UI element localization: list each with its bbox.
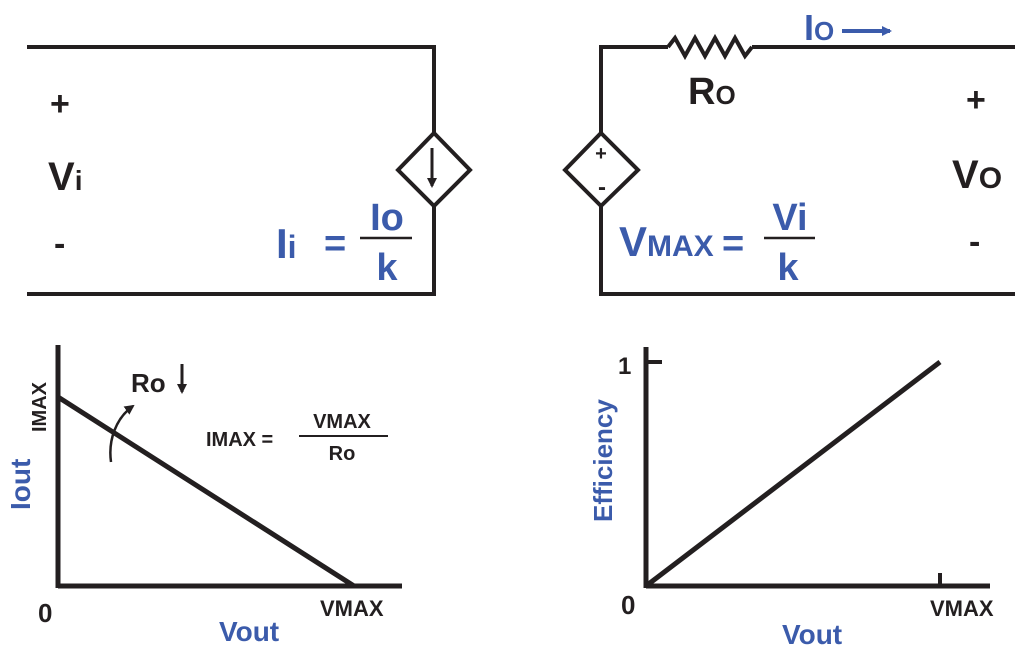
svg-text:VMAX: VMAX	[619, 218, 714, 265]
input-minus: -	[54, 225, 65, 263]
imax-equation: IMAX = VMAX Ro	[206, 411, 388, 465]
svg-text:+: +	[595, 143, 607, 165]
input-circuit	[27, 45, 436, 296]
svg-text:Ii: Ii	[276, 220, 297, 267]
current-source-diamond	[395, 130, 473, 209]
resistor-label: RO	[688, 71, 736, 113]
svg-text:Vi: Vi	[772, 197, 807, 239]
ro-rotation-arrow	[109, 404, 135, 463]
voltage-source-diamond	[562, 130, 641, 209]
iv-plot: IMAX Iout 0 VMAX Vout Ro IMAX = VMAX Ro	[5, 345, 402, 647]
input-current-equation: Ii = Io k	[276, 197, 412, 289]
eff-y-tick-one: 1	[618, 353, 631, 380]
svg-text:k: k	[376, 247, 398, 289]
output-current-label: IO	[804, 7, 892, 48]
svg-text:Io: Io	[370, 197, 404, 239]
svg-text:VMAX: VMAX	[313, 411, 371, 433]
svg-text:-: -	[598, 174, 606, 201]
vmax-equation: VMAX = Vi k	[619, 197, 815, 289]
iv-origin: 0	[38, 598, 52, 628]
eff-x-tick-vmax: VMAX	[930, 596, 994, 621]
dependent-voltage-source: + -	[562, 130, 641, 209]
dependent-current-source	[395, 130, 473, 209]
input-top-wire	[27, 45, 436, 133]
iv-x-tick-vmax: VMAX	[320, 596, 384, 621]
svg-text:IO: IO	[804, 7, 834, 48]
svg-text:Ro: Ro	[329, 443, 356, 465]
iv-ro-label: Ro	[131, 368, 166, 398]
eff-origin: 0	[621, 590, 635, 620]
iv-y-tick-imax: IMAX	[29, 381, 51, 432]
output-circuit	[599, 33, 1015, 296]
iv-x-label: Vout	[219, 616, 279, 647]
input-plus: +	[50, 85, 70, 123]
input-voltage-label: Vi	[48, 155, 82, 199]
output-voltage-label: VO	[952, 153, 1002, 197]
eff-x-label: Vout	[782, 619, 842, 650]
output-top-wire-left	[599, 45, 668, 133]
output-plus: +	[966, 81, 986, 119]
svg-text:=: =	[324, 223, 346, 265]
svg-text:k: k	[777, 247, 799, 289]
iv-load-line	[56, 394, 356, 589]
input-bottom-wire	[27, 206, 436, 296]
efficiency-plot: 1 Efficiency 0 VMAX Vout	[588, 347, 994, 650]
output-minus: -	[969, 223, 980, 261]
output-resistor	[666, 33, 754, 61]
svg-text:IMAX =: IMAX =	[206, 429, 273, 451]
iv-y-label: Iout	[5, 459, 36, 510]
eff-curve	[644, 360, 942, 588]
eff-y-label: Efficiency	[588, 399, 618, 522]
svg-text:=: =	[722, 223, 744, 265]
output-bottom-wire	[599, 206, 1015, 296]
